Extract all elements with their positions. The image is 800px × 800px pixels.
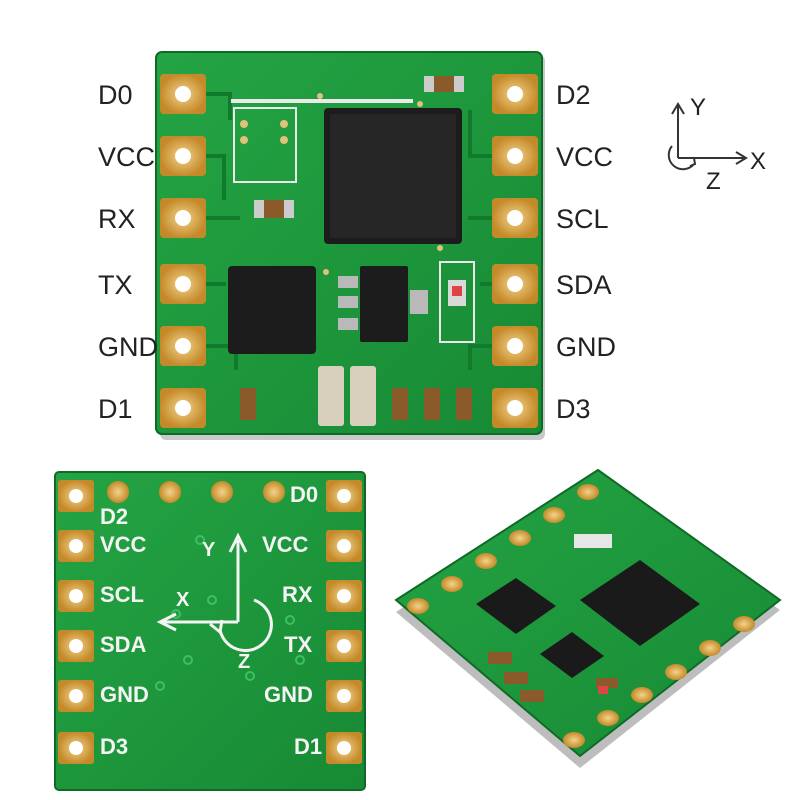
top-regulator	[360, 266, 408, 342]
bottom-left-label-d3: D3	[100, 734, 129, 759]
iso-sensor-chip	[476, 578, 556, 634]
top-sensor-chip	[228, 266, 316, 354]
top-left-pin-label-tx: TX	[98, 270, 133, 300]
iso-board	[394, 468, 782, 768]
bottom-right-label-gnd: GND	[264, 682, 313, 707]
bottom-left-label-gnd: GND	[100, 682, 149, 707]
top-left-pin-label-gnd: GND	[98, 332, 158, 362]
iso-regulator	[540, 632, 604, 678]
bottom-right-label-rx: RX	[282, 582, 313, 607]
top-left-pin-label-vcc: VCC	[98, 142, 156, 172]
axis-label-x: X	[750, 148, 767, 175]
bottom-right-label-tx: TX	[284, 632, 313, 657]
bottom-right-label-d0: D0	[290, 482, 319, 507]
top-left-pin-label-rx: RX	[98, 204, 136, 234]
axis-label-z: Z	[706, 168, 721, 195]
top-board	[155, 51, 545, 440]
top-left-pads	[160, 74, 206, 428]
top-right-pin-label-d3: D3	[556, 394, 591, 424]
bottom-axis-label-y: Y	[202, 539, 216, 561]
bottom-right-pads	[326, 480, 362, 764]
bottom-left-label-vcc: VCC	[100, 532, 147, 557]
top-right-pads	[492, 74, 538, 428]
bottom-left-label-sda: SDA	[100, 632, 147, 657]
bottom-left-label-scl: SCL	[100, 582, 144, 607]
bottom-left-pads	[58, 480, 94, 764]
top-left-pin-label-d0: D0	[98, 80, 133, 110]
axis-indicator	[667, 102, 748, 171]
iso-mcu-chip	[580, 560, 700, 646]
bottom-axis-label-x: X	[176, 589, 190, 611]
bottom-axis-drawing	[156, 532, 273, 652]
top-right-pin-label-scl: SCL	[556, 204, 609, 234]
top-right-pin-label-gnd: GND	[556, 332, 616, 362]
top-passives	[240, 76, 472, 426]
bottom-axis-label-z: Z	[238, 651, 251, 673]
bottom-board	[54, 471, 366, 791]
top-silkscreen	[231, 99, 475, 343]
axis-label-y: Y	[690, 94, 707, 121]
bottom-left-label-d2: D2	[100, 504, 129, 529]
bottom-right-label-vcc: VCC	[262, 532, 309, 557]
top-right-pin-label-sda: SDA	[556, 270, 612, 300]
top-left-pin-label-d1: D1	[98, 394, 133, 424]
top-right-pin-label-d2: D2	[556, 80, 591, 110]
top-right-pin-label-vcc: VCC	[556, 142, 614, 172]
bottom-right-label-d1: D1	[294, 734, 323, 759]
